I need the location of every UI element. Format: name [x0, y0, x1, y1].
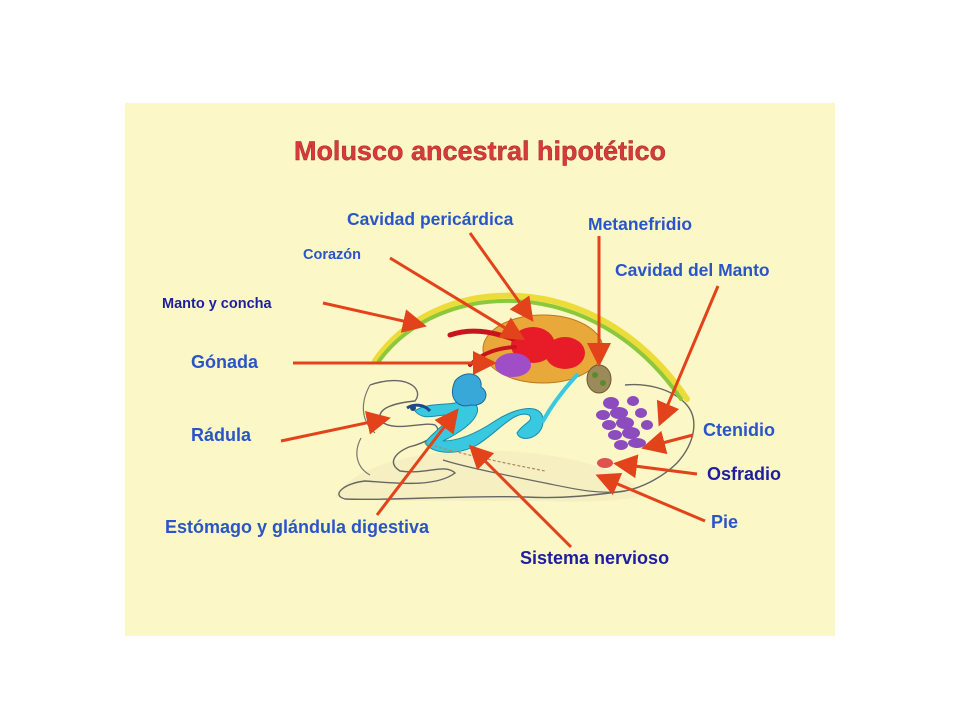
arrow-radula	[280, 410, 391, 443]
label-radula: Rádula	[191, 425, 252, 445]
label-cavidad-manto: Cavidad del Manto	[615, 260, 770, 280]
heart-right	[545, 337, 585, 369]
arrow-manto-concha	[322, 301, 427, 333]
radula-tip	[410, 405, 416, 411]
gut	[414, 400, 544, 453]
label-sistema-nervioso: Sistema nervioso	[520, 548, 669, 568]
intestine	[541, 373, 579, 423]
metanephridium-dot2	[600, 380, 606, 386]
arrow-estomago	[375, 408, 459, 516]
arrow-cavidad-pericardica	[468, 232, 534, 322]
label-manto-concha: Manto y concha	[162, 296, 273, 312]
foot-region	[335, 450, 645, 502]
osphradium	[597, 458, 613, 468]
label-pie: Pie	[711, 512, 738, 532]
head-outline	[356, 384, 376, 476]
arrow-ctenidio	[641, 430, 694, 455]
arrow-pie	[595, 472, 706, 523]
label-gonada: Gónada	[191, 352, 259, 372]
mollusc-body	[335, 292, 695, 502]
radula-organ	[406, 403, 432, 413]
mollusc-diagram: Molusco ancestral hipotético	[162, 136, 781, 568]
ctenidium	[596, 396, 653, 450]
digestive-gland-lobes	[451, 373, 487, 407]
nerve-cord	[424, 442, 546, 472]
label-ctenidio: Ctenidio	[703, 420, 775, 440]
diagram-panel: Molusco ancestral hipotético	[125, 103, 835, 636]
label-osfradio: Osfradio	[707, 464, 781, 484]
gonad	[495, 353, 531, 377]
arrow-sistema-nervioso	[468, 444, 573, 549]
arrow-cavidad-manto	[656, 285, 720, 427]
label-corazon: Corazón	[303, 247, 361, 263]
body-outline	[338, 379, 695, 501]
arrow-corazon	[389, 256, 526, 341]
metanephridium-dot1	[592, 372, 598, 378]
label-estomago: Estómago y glándula digestiva	[165, 517, 430, 537]
arrow-osfradio	[613, 454, 698, 479]
diagram-title: Molusco ancestral hipotético	[294, 136, 666, 166]
label-metanefridio: Metanefridio	[588, 214, 692, 234]
metanephridium	[586, 364, 612, 394]
label-cavidad-pericardica: Cavidad pericárdica	[347, 209, 514, 229]
